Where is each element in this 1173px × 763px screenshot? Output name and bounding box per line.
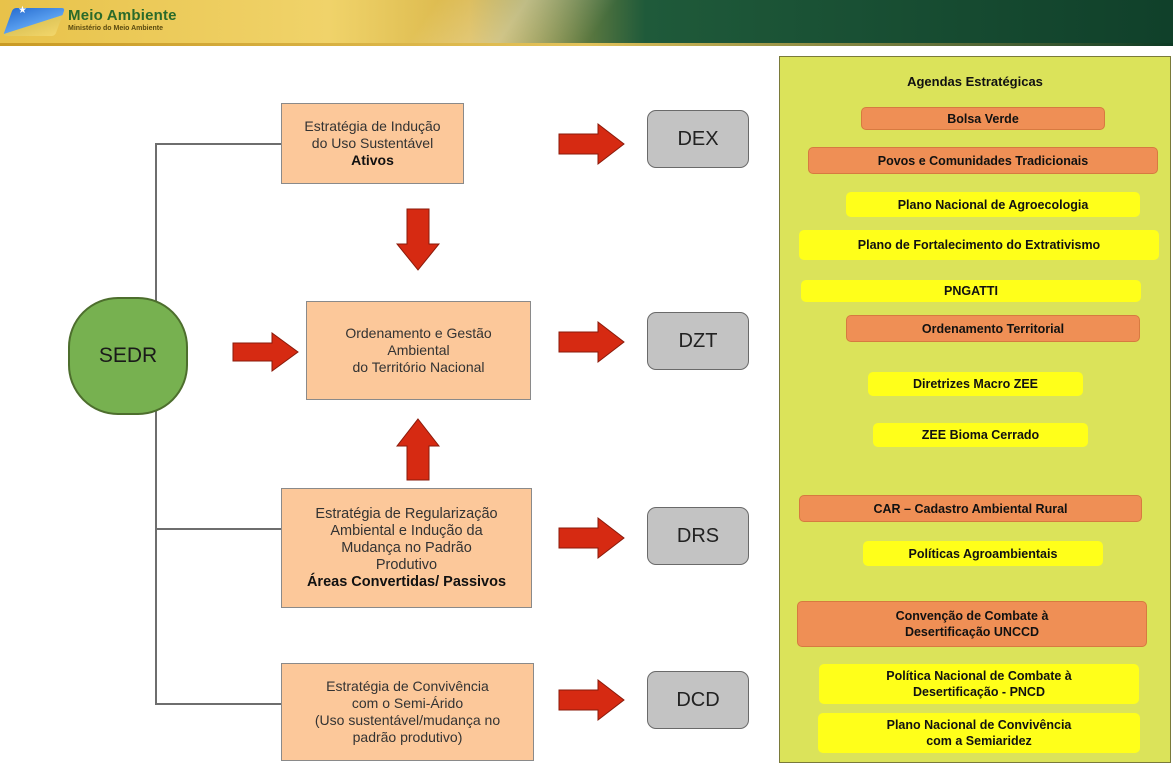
strategy-line: Estratégia de Convivência [326, 678, 489, 694]
arrow-up-icon [396, 418, 440, 481]
agenda-item-pngatti: PNGATTI [801, 280, 1141, 302]
department-box-dcd: DCD [647, 671, 749, 729]
agenda-item-povos-comunidades: Povos e Comunidades Tradicionais [808, 147, 1158, 174]
sedr-hub: SEDR [68, 297, 188, 415]
strategy-line: Ambiental [387, 342, 450, 358]
arrow-right-icon [232, 332, 299, 372]
strategy-line: Ambiental e Indução da [330, 522, 483, 539]
strategy-bold-label: Áreas Convertidas/ Passivos [306, 573, 507, 590]
connector-vertical [155, 143, 157, 705]
strategy-line: Mudança no Padrão [341, 539, 472, 556]
arrow-right-icon [558, 678, 625, 722]
agendas-title: Agendas Estratégicas [907, 74, 1043, 89]
strategy-box-regularizacao: Estratégia de Regularização Ambiental e … [281, 488, 532, 608]
strategy-line: (Uso sustentável/mudança no [314, 712, 501, 728]
star-icon: ★ [18, 5, 27, 16]
strategy-line: padrão produtivo) [352, 729, 463, 745]
strategy-line: do Território Nacional [352, 359, 485, 375]
header-subtitle: Ministério do Meio Ambiente [68, 25, 164, 32]
agenda-item-convivencia-semiaridez: Plano Nacional de Convivência com a Semi… [818, 713, 1140, 753]
department-box-dex: DEX [647, 110, 749, 168]
banner-stripe [388, 0, 632, 46]
agenda-item-bolsa-verde: Bolsa Verde [861, 107, 1105, 130]
agenda-item-agroecologia: Plano Nacional de Agroecologia [846, 192, 1140, 217]
strategy-line: Ordenamento e Gestão [345, 325, 492, 341]
agenda-item-pncd: Política Nacional de Combate à Desertifi… [819, 664, 1139, 704]
connector-to-strategy-3 [155, 528, 281, 530]
agenda-item-unccd: Convenção de Combate à Desertificação UN… [797, 601, 1147, 647]
arrow-down-icon [396, 208, 440, 271]
strategy-box-ordenamento: Ordenamento e Gestão Ambiental do Territ… [306, 301, 531, 400]
strategy-line: Estratégia de Regularização [315, 505, 498, 522]
strategy-box-inducao: Estratégia de Indução do Uso Sustentável… [281, 103, 464, 184]
strategy-box-convivencia: Estratégia de Convivência com o Semi-Ári… [281, 663, 534, 761]
agenda-item-extrativismo: Plano de Fortalecimento do Extrativismo [799, 230, 1159, 260]
strategy-line: Estratégia de Indução [304, 118, 441, 134]
arrow-right-icon [558, 122, 625, 166]
strategy-bold-label: Ativos [351, 152, 394, 168]
connector-to-strategy-1 [155, 143, 281, 145]
strategy-line: Produtivo [375, 556, 438, 573]
department-box-drs: DRS [647, 507, 749, 565]
strategy-line: do Uso Sustentável [311, 135, 434, 151]
department-box-dzt: DZT [647, 312, 749, 370]
agenda-item-zee-cerrado: ZEE Bioma Cerrado [873, 423, 1088, 447]
agenda-item-car: CAR – Cadastro Ambiental Rural [799, 495, 1142, 522]
header-title: Meio Ambiente [68, 7, 177, 24]
strategy-line: com o Semi-Árido [351, 695, 464, 711]
connector-to-strategy-4 [155, 703, 281, 705]
agenda-item-politicas-agroambientais: Políticas Agroambientais [863, 541, 1103, 566]
agenda-item-diretrizes-zee: Diretrizes Macro ZEE [868, 372, 1083, 396]
arrow-right-icon [558, 320, 625, 364]
arrow-right-icon [558, 516, 625, 560]
header-banner: ★ Meio Ambiente Ministério do Meio Ambie… [0, 0, 1173, 46]
agenda-item-ordenamento-territorial: Ordenamento Territorial [846, 315, 1140, 342]
ministry-logo-icon [2, 8, 66, 36]
